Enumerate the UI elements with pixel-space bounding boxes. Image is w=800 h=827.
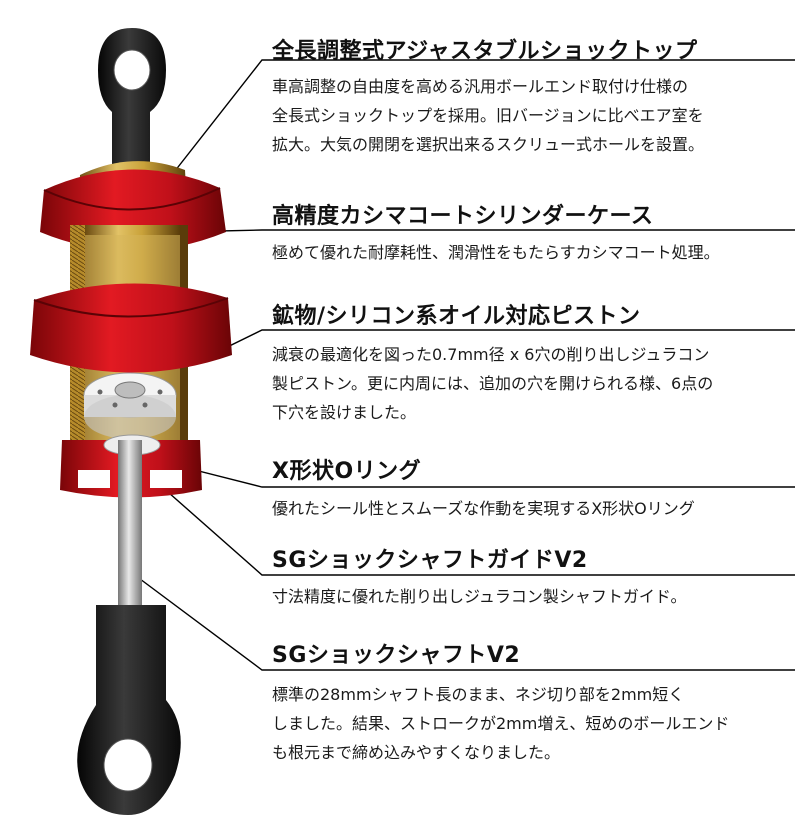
feature-description-piston: 減衰の最適化を図った0.7mm径 x 6穴の削り出しジュラコン 製ピストン。更に…: [272, 345, 714, 422]
shock-shaft: [118, 440, 142, 620]
leader-line-shaft: [127, 569, 795, 671]
feature-description-shaft-guide: 寸法精度に優れた削り出しジュラコン製シャフトガイド。: [272, 587, 687, 606]
bottom-ball-end: [77, 605, 181, 815]
feature-description-shock-top: 車高調整の自由度を高める汎用ボールエンド取付け仕様の 全長式ショックトップを採用…: [272, 77, 705, 154]
piston: [83, 372, 177, 439]
leader-line-cylinder: [174, 229, 795, 233]
feature-title-x-oring: X形状Oリング: [272, 459, 422, 484]
feature-title-shock-shaft: SGショックシャフトV2: [272, 643, 521, 668]
feature-title-shock-top: 全長調整式アジャスタブルショックトップ: [272, 39, 698, 64]
leader-line-top: [159, 59, 795, 191]
leader-line-oring: [174, 464, 795, 488]
feature-description-cylinder-case: 極めて優れた耐摩耗性、潤滑性をもたらすカシマコート処理。: [272, 243, 720, 262]
leader-line-guide: [159, 484, 795, 576]
feature-title-cylinder-case: 高精度カシマコートシリンダーケース: [272, 204, 654, 229]
feature-description-x-oring: 優れたシール性とスムーズな作動を実現するX形状Oリング: [272, 499, 695, 518]
feature-title-shaft-guide: SGショックシャフトガイドV2: [272, 548, 588, 573]
feature-description-shock-shaft: 標準の28mmシャフト長のまま、ネジ切り部を2mm短く しました。結果、ストロー…: [272, 685, 730, 762]
feature-title-piston: 鉱物/シリコン系オイル対応ピストン: [272, 304, 641, 329]
top-ball-end: [98, 28, 166, 165]
middle-red-collar: [30, 283, 232, 373]
